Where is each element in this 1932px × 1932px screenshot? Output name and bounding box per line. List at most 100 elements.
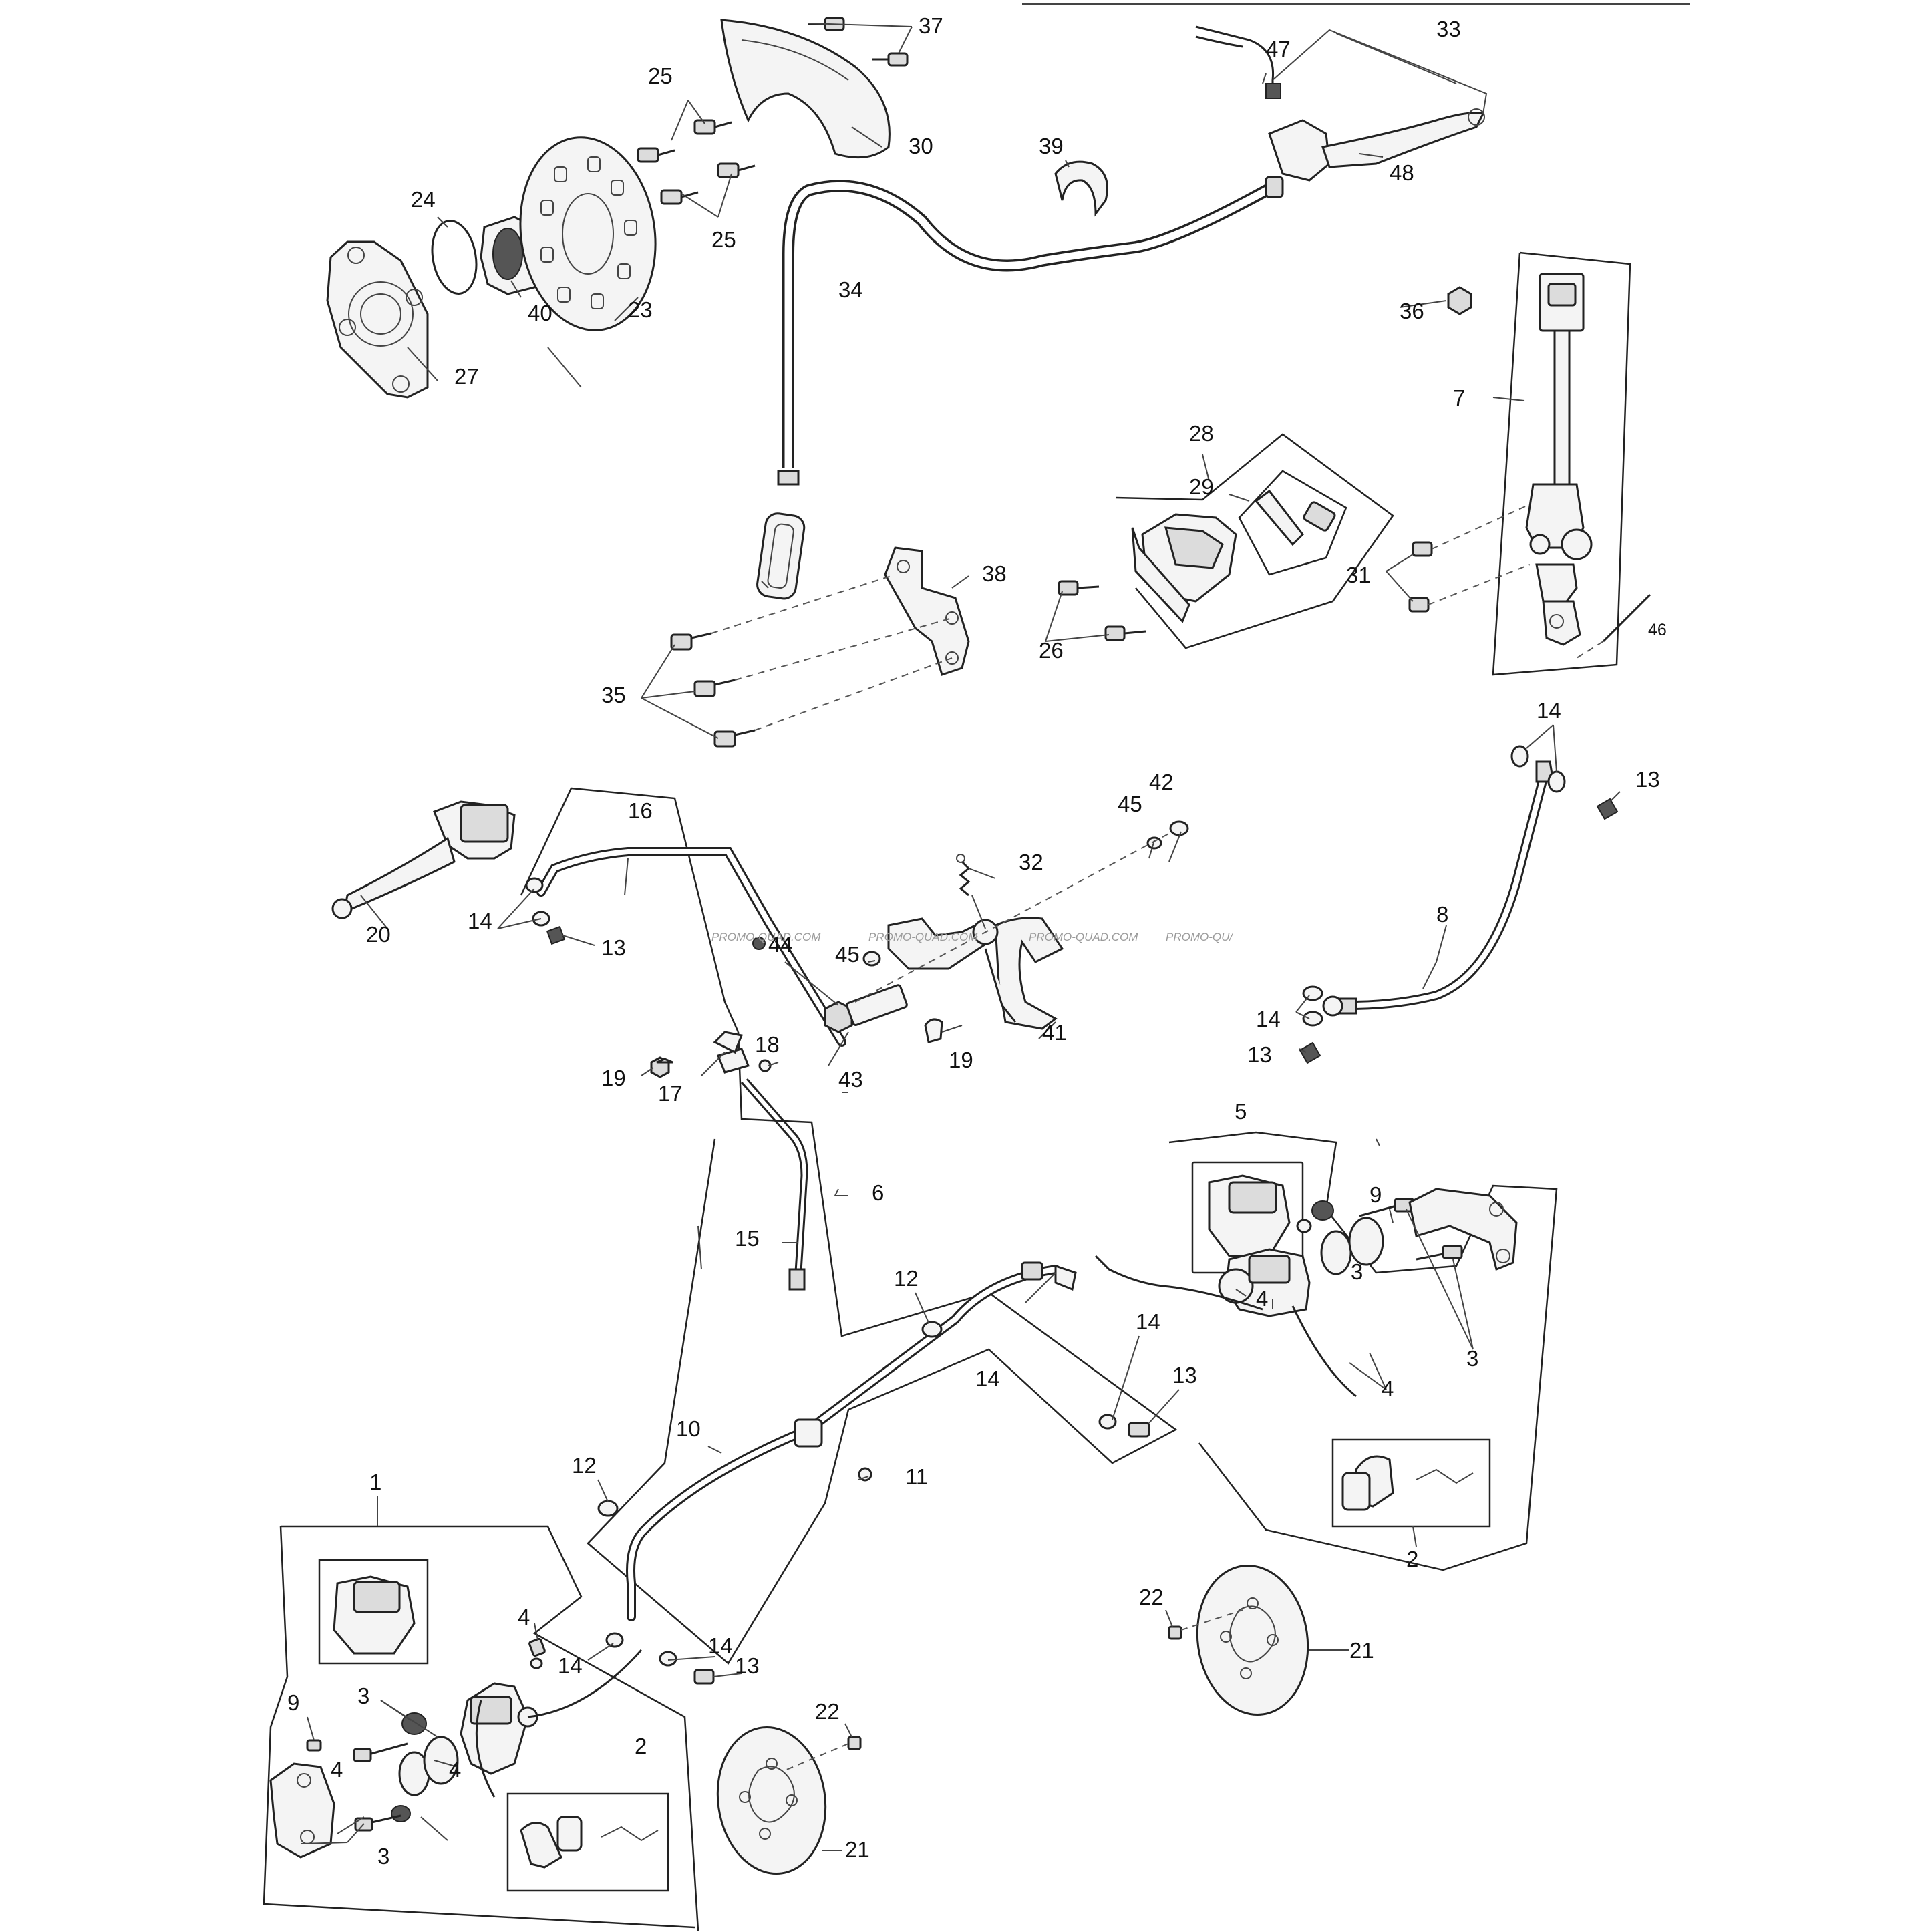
- callout-9-left: 9: [287, 1690, 299, 1715]
- banjo-bolts: [1299, 798, 1619, 1064]
- parking-lever: [1268, 108, 1485, 182]
- left-caliper-body: [460, 1682, 538, 1775]
- watermark-1: PROMO-QUAD.COM: [711, 931, 821, 943]
- callout-45-mid: 45: [835, 942, 860, 967]
- callout-14-top: 14: [1537, 698, 1561, 723]
- callout-39: 39: [1039, 134, 1064, 158]
- callout-19-left: 19: [601, 1066, 626, 1090]
- callout-27: 27: [454, 364, 479, 389]
- banjo-washers: [1302, 745, 1566, 1027]
- callout-40: 40: [528, 301, 552, 325]
- bracket-bolts: [670, 574, 953, 748]
- callout-7: 7: [1453, 385, 1465, 410]
- callout-24: 24: [411, 187, 436, 212]
- callout-18: 18: [755, 1032, 780, 1057]
- callout-22-left: 22: [815, 1699, 840, 1724]
- callout-4-right-top: 4: [1256, 1286, 1268, 1311]
- callout-13-left-low: 13: [735, 1653, 760, 1678]
- callout-4-left-top: 4: [518, 1605, 530, 1629]
- callout-47: 47: [1266, 37, 1291, 61]
- pedal-pivot-bolt: [752, 937, 908, 1033]
- callout-25-bottom: 25: [711, 227, 736, 252]
- callout-4-right-bottom: 4: [1382, 1376, 1394, 1401]
- callout-36: 36: [1400, 299, 1424, 323]
- callout-2-left: 2: [635, 1734, 647, 1758]
- callout-41: 41: [1042, 1020, 1067, 1045]
- clips-12: [597, 1321, 943, 1517]
- front-tube-15: [740, 1078, 808, 1291]
- callout-31: 31: [1346, 562, 1371, 587]
- callout-33: 33: [1436, 17, 1461, 41]
- callout-17: 17: [658, 1081, 683, 1106]
- watermark-3: PROMO-QUAD.COM: [1029, 931, 1138, 943]
- callout-16: 16: [628, 798, 653, 823]
- callout-14-left: 14: [468, 909, 492, 933]
- callout-35: 35: [601, 683, 626, 707]
- callout-labels: 37 30 25 25 24 40 23 27 47 33 48 39 34 3…: [287, 13, 1667, 1869]
- callout-1: 1: [369, 1470, 381, 1494]
- callout-21-right: 21: [1349, 1638, 1374, 1663]
- callout-13-right: 13: [1247, 1042, 1272, 1067]
- callout-37: 37: [919, 13, 943, 38]
- callout-8: 8: [1436, 902, 1448, 927]
- callout-14-mid-right: 14: [1136, 1309, 1160, 1334]
- callout-34: 34: [838, 277, 863, 302]
- right-pistons: [1296, 1200, 1384, 1275]
- callout-28: 28: [1189, 421, 1214, 446]
- master-cyl-bolts: [1408, 504, 1531, 613]
- callout-10: 10: [676, 1416, 701, 1441]
- callout-29: 29: [1189, 474, 1214, 499]
- rear-caliper-box: [1115, 433, 1394, 649]
- left-pistons: [391, 1712, 459, 1822]
- pin-46: [1576, 593, 1651, 659]
- callout-11: 11: [905, 1464, 928, 1489]
- left-caliper-box: [263, 1525, 699, 1931]
- callout-4-left-b: 4: [449, 1757, 461, 1782]
- left-bleeder: [306, 1637, 546, 1752]
- disc-guard: [720, 19, 891, 159]
- callout-45-top: 45: [1118, 792, 1142, 816]
- left-disc-21: [716, 1726, 827, 1875]
- callout-5: 5: [1235, 1099, 1247, 1124]
- callout-12-bottom: 12: [572, 1453, 597, 1478]
- front-upper-fittings: [525, 877, 566, 945]
- callout-42: 42: [1149, 770, 1174, 794]
- left-hose-fittings: [527, 1632, 715, 1718]
- callout-44: 44: [768, 932, 793, 957]
- callout-13-top: 13: [1635, 767, 1660, 792]
- callout-43: 43: [838, 1067, 863, 1092]
- callout-3-left-bottom: 3: [377, 1844, 389, 1869]
- front-brake-pipe-10: [626, 1261, 1077, 1621]
- pedal-washers: [862, 820, 1189, 1043]
- nut-36: [1447, 286, 1472, 315]
- right-disc-21: [1196, 1565, 1309, 1716]
- callout-12-top: 12: [894, 1266, 919, 1291]
- pedal-spring: [956, 854, 986, 929]
- callout-30: 30: [909, 134, 933, 158]
- callout-23: 23: [628, 297, 653, 322]
- callout-3-right-top: 3: [1351, 1259, 1363, 1284]
- callout-14-mid: 14: [975, 1366, 1000, 1391]
- callout-26: 26: [1039, 638, 1064, 663]
- callout-19-pedal: 19: [949, 1048, 973, 1072]
- left-mount-bracket: [269, 1762, 335, 1859]
- callout-13-mid-right: 13: [1172, 1363, 1197, 1388]
- callout-3-right-bottom: 3: [1466, 1346, 1478, 1371]
- frame-bracket: [884, 546, 970, 676]
- watermark-2: PROMO-QUAD.COM: [868, 931, 978, 943]
- o-ring: [431, 220, 478, 295]
- leader-lines: [300, 23, 1621, 1851]
- rear-mount-plate: [326, 240, 429, 399]
- brake-cable: [756, 176, 1284, 600]
- callout-22-right: 22: [1139, 1585, 1164, 1609]
- callout-48: 48: [1390, 160, 1414, 185]
- front-upper-hose: [536, 847, 846, 1047]
- right-mount-bracket: [1408, 1188, 1518, 1271]
- bolt-11: [858, 1467, 872, 1482]
- master-cylinder-box: [1492, 251, 1631, 676]
- callout-14-right: 14: [1256, 1007, 1281, 1031]
- front-brake-lever: [331, 800, 516, 919]
- callout-14-left-mid: 14: [708, 1633, 733, 1658]
- rear-brake-disc: [519, 136, 657, 331]
